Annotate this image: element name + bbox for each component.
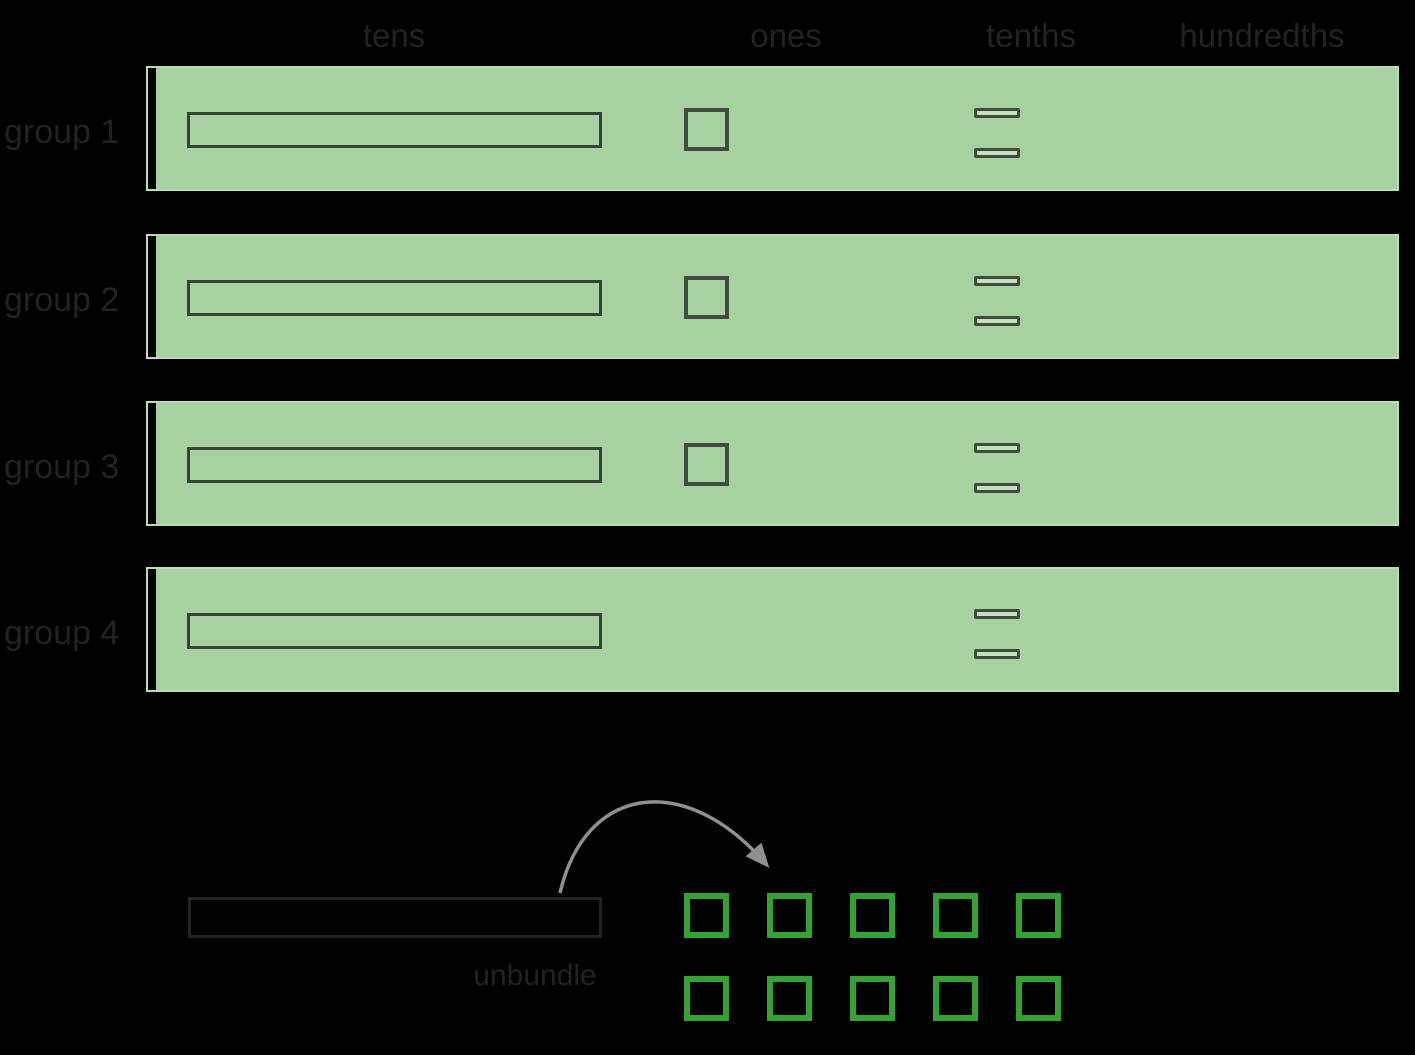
tenth-bar xyxy=(974,316,1020,326)
place-value-mat xyxy=(146,401,1399,526)
unbundle-label: unbundle xyxy=(473,959,597,992)
column-header-tenths: tenths xyxy=(986,17,1076,54)
ones-square xyxy=(684,443,729,486)
unit-square xyxy=(850,976,895,1021)
tens-rod xyxy=(187,447,602,483)
ones-square xyxy=(684,276,729,319)
tenth-bar xyxy=(974,649,1020,659)
tenth-bar xyxy=(974,276,1020,286)
column-header-tens: tens xyxy=(362,17,426,54)
tenth-bar xyxy=(974,483,1020,493)
unit-square xyxy=(767,893,812,938)
group-label: group 4 xyxy=(4,614,120,652)
group-label: group 2 xyxy=(4,281,120,319)
tenth-bar xyxy=(974,108,1020,118)
place-value-mat xyxy=(146,66,1399,191)
group-label: group 1 xyxy=(4,113,120,151)
unit-square xyxy=(684,893,729,938)
group-label: group 3 xyxy=(4,448,120,486)
tens-rod xyxy=(187,613,602,649)
unit-square xyxy=(933,976,978,1021)
ones-square xyxy=(684,108,729,151)
unit-square xyxy=(684,976,729,1021)
unit-square xyxy=(767,976,812,1021)
unit-square xyxy=(850,893,895,938)
mat-fill xyxy=(156,68,1397,189)
tenth-bar xyxy=(974,609,1020,619)
tens-rod xyxy=(187,280,602,316)
unit-square xyxy=(1016,893,1061,938)
unbundled-tens-rod xyxy=(188,897,602,938)
tenth-bar xyxy=(974,148,1020,158)
mat-fill xyxy=(156,236,1397,357)
unit-square xyxy=(1016,976,1061,1021)
mat-fill xyxy=(156,569,1397,690)
column-header-ones: ones xyxy=(750,17,822,54)
tenth-bar xyxy=(974,443,1020,453)
tens-rod xyxy=(187,112,602,148)
column-header-hundredths: hundredths xyxy=(1179,17,1345,54)
place-value-mat xyxy=(146,234,1399,359)
place-value-mat xyxy=(146,567,1399,692)
unit-square xyxy=(933,893,978,938)
mat-fill xyxy=(156,403,1397,524)
unit-squares-grid xyxy=(684,893,1061,1021)
